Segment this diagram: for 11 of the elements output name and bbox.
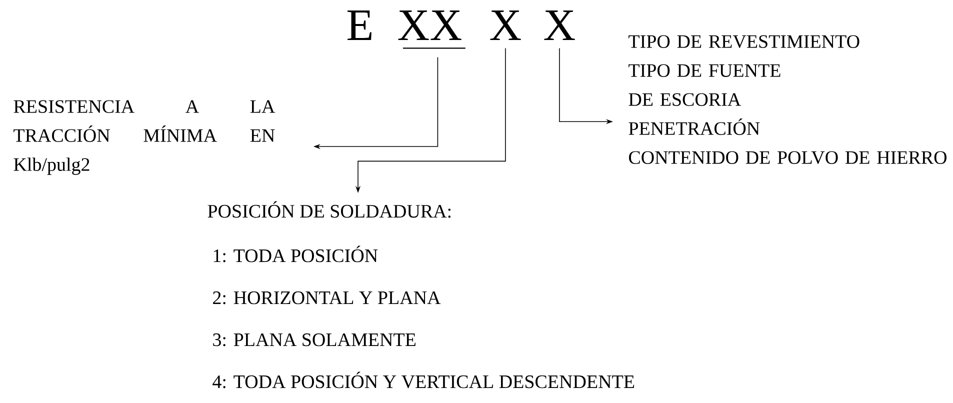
list-item: 1: TODA POSICIÓN (214, 246, 378, 262)
code-letter: X (490, 10, 521, 40)
heading-text: POSICIÓN DE SOLDADURA: (208, 201, 451, 218)
list-item: 4: TODA POSICIÓN Y VERTICAL DESCENDENTE (212, 372, 634, 388)
description-text: RESISTENCIA A LA TRACCIÓN MÍNIMA EN Klb/pulg2 (14, 100, 276, 175)
list-item: 3: PLANA SOLAMENTE (213, 333, 416, 346)
code-letter: X (544, 10, 575, 40)
code-letter: E (348, 10, 372, 40)
code-letters: XX (398, 10, 462, 40)
list-item: 2: HORIZONTAL Y PLANA (213, 291, 441, 304)
description-text: TIPO DE REVESTIMIENTO TIPO DE FUENTE DE ESCORIA PENETRACIÓN CONTENIDO DE POLVO DE HIERRO (628, 35, 946, 164)
